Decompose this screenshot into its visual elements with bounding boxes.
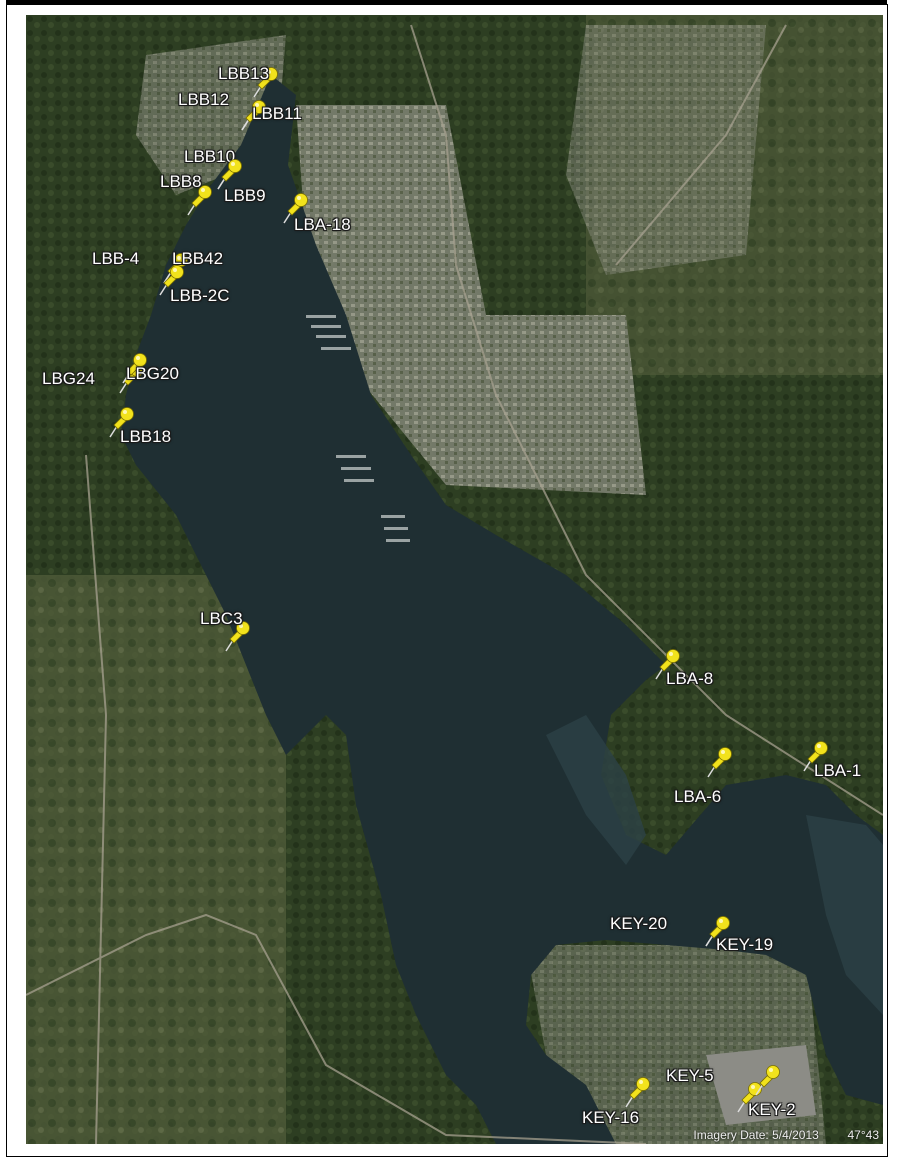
marker-label: LBB42 [172,249,224,268]
pushpin-icon[interactable] [800,739,830,773]
pushpin-icon[interactable] [119,351,149,385]
marker-label: LBA-8 [666,669,714,688]
pushpin-icon[interactable] [238,98,268,132]
marker-label: LBG20 [126,364,179,383]
marker-label: LBG24 [42,369,95,388]
marker-label: LBB12 [178,90,230,109]
marker-label: LBB-2C [170,286,230,305]
pushpin-icon[interactable] [704,745,734,779]
pushpin-icon[interactable] [702,914,732,948]
marker-label: KEY-20 [610,914,668,933]
pushpin-icon[interactable] [184,183,214,217]
marker-label: LBB-4 [92,249,140,268]
marker-label: KEY-5 [666,1066,714,1085]
marker-label: LBB10 [184,147,236,166]
pushpin-icon[interactable] [622,1075,652,1109]
pushpin-icon[interactable] [280,191,310,225]
marker-label: LBC3 [200,609,243,628]
marker-label: LBA-1 [814,761,862,780]
marker-label: KEY-19 [716,935,774,954]
marker-label: LBA-6 [674,787,722,806]
pushpin-icon[interactable] [222,619,252,653]
pushpin-icon[interactable] [752,1063,782,1097]
pushpin-icon[interactable] [156,263,186,297]
marker-label: KEY-2 [748,1100,796,1119]
marker-label: LBB11 [252,104,302,123]
map-terrain [26,15,883,1144]
top-border-notch [700,0,714,7]
pushpin-icon[interactable] [106,405,136,439]
pushpin-icon[interactable] [250,65,280,99]
marker-label: LBA-18 [294,215,351,234]
marker-label: LBB9 [224,186,266,205]
marker-label: LBB13 [218,64,270,83]
pushpin-icon[interactable] [652,647,682,681]
coordinate-readout: 47°43 [847,1128,880,1142]
marker-label: LBB18 [120,427,172,446]
marker-label: KEY-16 [582,1108,640,1127]
pushpin-icon[interactable] [214,157,244,191]
imagery-date-text: Imagery Date: 5/4/2013 [693,1128,819,1142]
top-border [6,0,887,4]
marker-label: LBB8 [160,172,202,191]
imagery-date-caption: Imagery Date: 5/4/2013 47°43 [693,1128,879,1142]
